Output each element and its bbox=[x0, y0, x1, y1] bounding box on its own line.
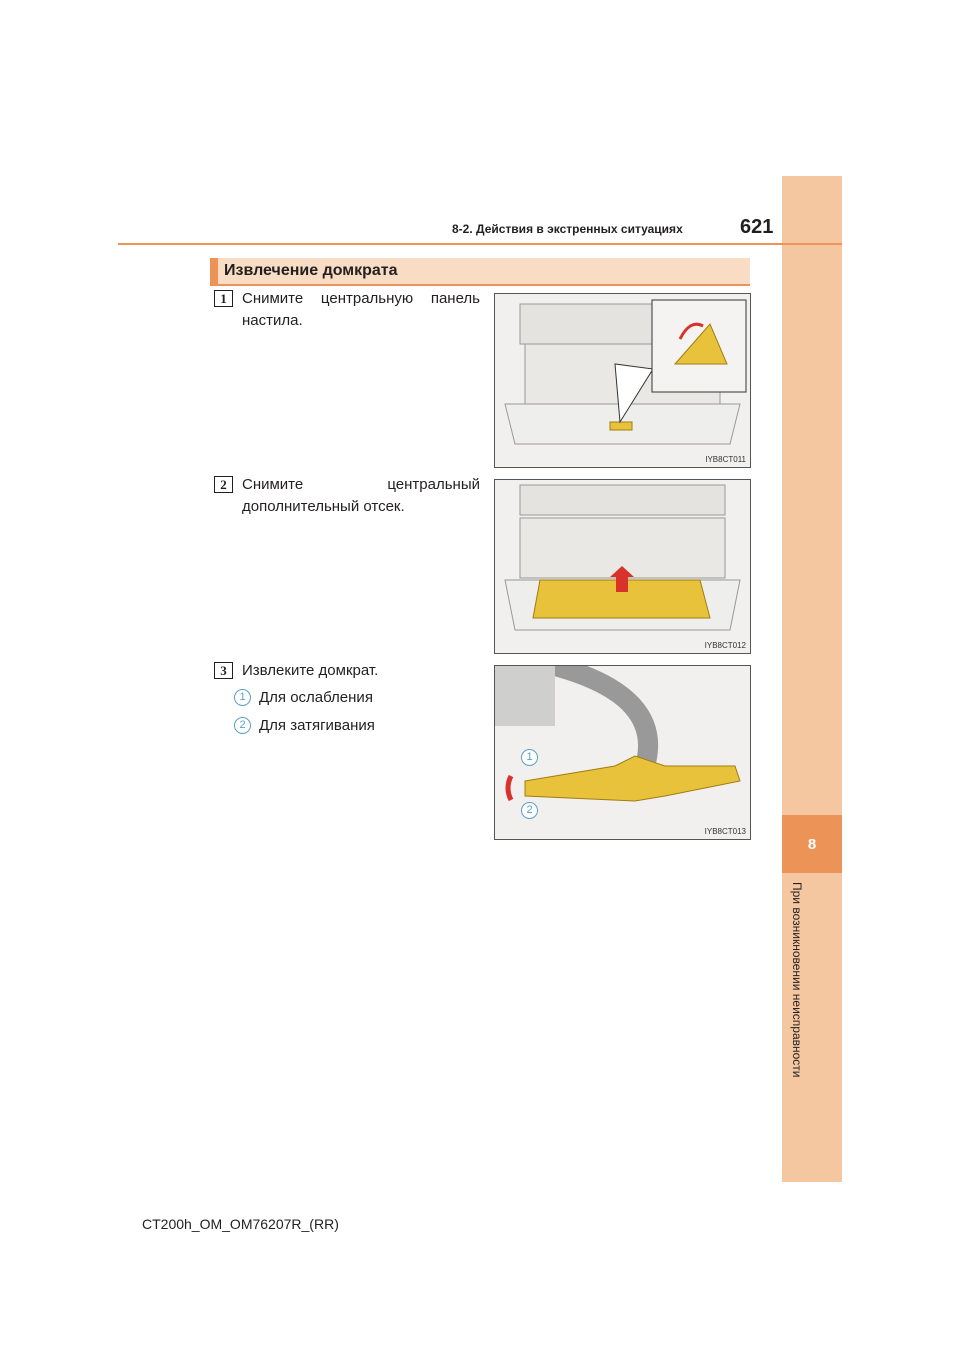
auxiliary-box-illustration bbox=[504, 484, 741, 631]
chapter-number: 8 bbox=[782, 815, 842, 873]
callout-item: 2 Для затягивания bbox=[234, 717, 375, 734]
section-title: Извлечение домкрата bbox=[224, 262, 398, 279]
step-number: 2 bbox=[214, 476, 233, 493]
callout-marker-1: 1 bbox=[521, 749, 538, 766]
callout-number: 1 bbox=[234, 689, 251, 706]
header-divider bbox=[118, 243, 842, 245]
step-text: Снимите центральный дополнительный отсек… bbox=[242, 476, 480, 515]
callout-text: Для ослабления bbox=[259, 689, 373, 706]
document-footer: CT200h_OM_OM76207R_(RR) bbox=[142, 1216, 339, 1232]
figure-trunk-floor-panel: IYB8CT011 bbox=[494, 293, 751, 468]
section-title-bar: Извлечение домкрата bbox=[210, 258, 750, 286]
figure-code: IYB8CT013 bbox=[704, 827, 746, 836]
figure-jack: 1 2 IYB8CT013 bbox=[494, 665, 751, 840]
chapter-side-tab bbox=[782, 176, 842, 1182]
step-number: 1 bbox=[214, 290, 233, 307]
figure-code: IYB8CT012 bbox=[704, 641, 746, 650]
callout-number: 2 bbox=[234, 717, 251, 734]
callout-marker-2: 2 bbox=[521, 802, 538, 819]
page-number: 621 bbox=[740, 216, 774, 238]
step-text: Снимите центральную панель настила. bbox=[242, 290, 480, 329]
figure-code: IYB8CT011 bbox=[705, 455, 746, 464]
trunk-illustration bbox=[504, 299, 747, 445]
step-text: Извлеките домкрат. bbox=[242, 662, 379, 679]
figure-auxiliary-box: IYB8CT012 bbox=[494, 479, 751, 654]
section-header: 8-2. Действия в экстренных ситуациях bbox=[452, 222, 683, 236]
callout-text: Для затягивания bbox=[259, 717, 375, 734]
callout-item: 1 Для ослабления bbox=[234, 689, 373, 706]
chapter-title: При возникновении неисправности bbox=[790, 882, 804, 1078]
step-number: 3 bbox=[214, 662, 233, 679]
jack-illustration bbox=[495, 666, 741, 802]
